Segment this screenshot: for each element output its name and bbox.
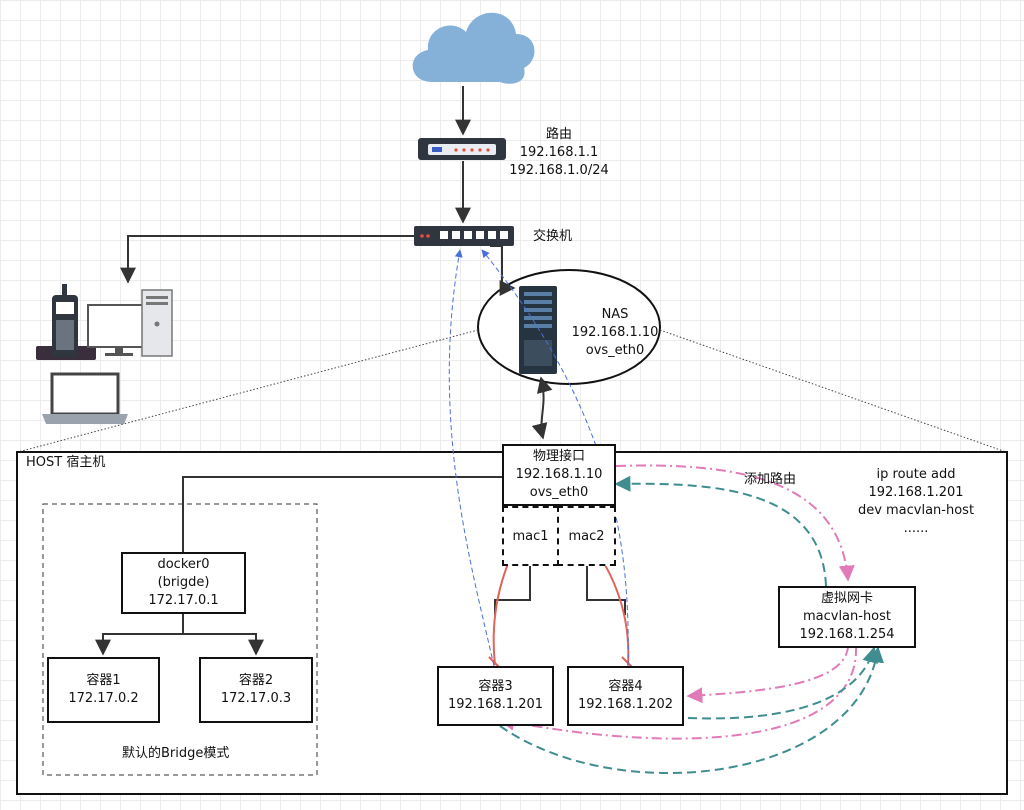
- switch-label: 交换机: [533, 229, 573, 244]
- docker0-ip: 172.17.0.1: [148, 593, 219, 608]
- docker0-sub: (brigde): [157, 575, 210, 590]
- phone-icon: [36, 284, 96, 360]
- nas-label: NAS 192.168.1.10 ovs_eth0: [560, 306, 670, 360]
- container1-box: 容器1 172.17.0.2: [47, 657, 160, 723]
- container2-ip: 172.17.0.3: [220, 691, 292, 706]
- nas-server-icon: [519, 286, 557, 374]
- route-command: ip route add 192.168.1.201 dev macvlan-h…: [828, 466, 1004, 538]
- mac2-box: mac2: [557, 506, 616, 566]
- desktop-computer-icon: [87, 289, 173, 357]
- container4-title: 容器4: [608, 679, 643, 694]
- switch-icon: [414, 226, 514, 246]
- zoom-line-right: [659, 329, 1007, 453]
- container1-title: 容器1: [86, 673, 121, 688]
- vnic-name: macvlan-host: [802, 609, 892, 624]
- router-ip: 192.168.1.1: [519, 145, 599, 160]
- nas-title: NAS: [601, 307, 629, 322]
- container4-box: 容器4 192.168.1.202: [567, 666, 684, 726]
- container1-ip: 172.17.0.2: [68, 691, 139, 706]
- container3-box: 容器3 192.168.1.201: [437, 666, 554, 726]
- route-cmd-line3: ......: [903, 521, 929, 536]
- router-subnet: 192.168.1.0/24: [509, 163, 609, 178]
- route-note: 添加路由: [744, 472, 797, 487]
- mac1-label: mac1: [512, 528, 549, 544]
- container2-title: 容器2: [238, 673, 274, 688]
- route-add-arrows: [498, 464, 858, 740]
- macvlan-host-arrows: [499, 475, 884, 774]
- router-title: 路由: [545, 127, 572, 142]
- router-label: 路由 192.168.1.1 192.168.1.0/24: [504, 126, 614, 180]
- host-title: HOST 宿主机: [26, 455, 106, 470]
- mac2-label: mac2: [568, 528, 605, 544]
- cloud-icon: [412, 12, 535, 84]
- route-cmd-line2: dev macvlan-host: [857, 503, 975, 518]
- laptop-icon: [42, 372, 128, 424]
- zoom-line-left: [17, 329, 479, 453]
- vnic-title: 虚拟网卡: [820, 591, 873, 606]
- physical-title: 物理接口: [532, 449, 585, 464]
- physical-iface: ovs_eth0: [529, 485, 589, 500]
- route-cmd-line1: ip route add 192.168.1.201: [868, 467, 964, 500]
- nas-ip: 192.168.1.10: [571, 325, 659, 340]
- container3-title: 容器3: [478, 679, 513, 694]
- nas-iface: ovs_eth0: [585, 343, 645, 358]
- docker0-title: docker0: [157, 557, 210, 572]
- mac1-box: mac1: [502, 506, 559, 566]
- container2-box: 容器2 172.17.0.3: [199, 657, 313, 723]
- virtual-nic-box: 虚拟网卡 macvlan-host 192.168.1.254: [778, 586, 916, 648]
- vnic-ip: 192.168.1.254: [799, 627, 895, 642]
- container3-ip: 192.168.1.201: [447, 697, 544, 712]
- container4-ip: 192.168.1.202: [577, 697, 674, 712]
- physical-links: [95, 86, 626, 656]
- physical-ip: 192.168.1.10: [515, 467, 603, 482]
- docker0-box: docker0 (brigde) 172.17.0.1: [121, 552, 246, 614]
- physical-interface-box: 物理接口 192.168.1.10 ovs_eth0: [502, 444, 616, 506]
- router-icon: [418, 138, 506, 160]
- bridge-mode-label: 默认的Bridge模式: [122, 746, 230, 761]
- bridge-mode-box: [42, 503, 318, 776]
